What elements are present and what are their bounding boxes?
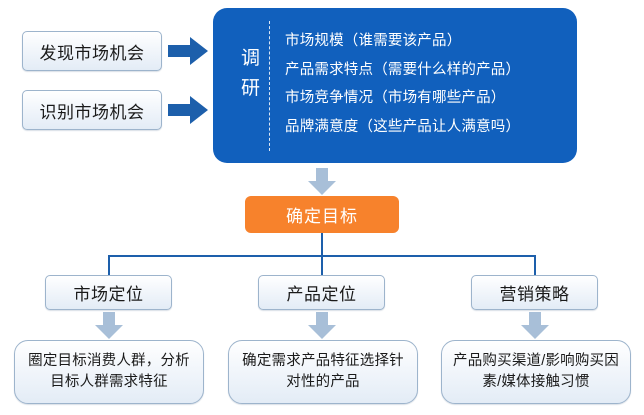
branch-title-product-positioning[interactable]: 产品定位 xyxy=(258,275,385,310)
input-box-label: 识别市场机会 xyxy=(39,102,145,122)
connector-branch-left xyxy=(108,255,110,277)
target-box-label: 确定目标 xyxy=(286,207,358,226)
connector-branch-right xyxy=(534,255,536,277)
arrow-right-icon xyxy=(168,96,208,124)
arrow-down-icon xyxy=(308,168,336,195)
input-box-identify-opportunity[interactable]: 识别市场机会 xyxy=(22,90,162,130)
branch-title-label: 市场定位 xyxy=(73,285,144,304)
connector-trunk xyxy=(321,233,323,256)
research-panel-divider xyxy=(269,21,270,151)
arrow-down-icon xyxy=(95,312,123,339)
branch-title-market-positioning[interactable]: 市场定位 xyxy=(45,275,172,310)
branch-detail-label: 产品购买渠道/影响购买因素/媒体接触习惯 xyxy=(453,352,619,390)
branch-detail-marketing-strategy[interactable]: 产品购买渠道/影响购买因素/媒体接触习惯 xyxy=(441,340,631,404)
branch-detail-product-positioning[interactable]: 确定需求产品特征选择针对性的产品 xyxy=(228,340,418,404)
connector-branch-center xyxy=(321,255,323,277)
branch-title-label: 产品定位 xyxy=(286,285,357,304)
research-item-list: 市场规模（谁需要该产品） 产品需求特点（需要什么样的产品） 市场竞争情况（市场有… xyxy=(285,27,567,141)
input-box-label: 发现市场机会 xyxy=(39,43,145,63)
branch-detail-market-positioning[interactable]: 圈定目标消费人群，分析目标人群需求特征 xyxy=(14,340,204,404)
research-label-char: 调 xyxy=(240,48,261,69)
research-label-char: 研 xyxy=(240,78,261,99)
branch-detail-label: 确定需求产品特征选择针对性的产品 xyxy=(242,352,404,390)
input-box-discover-opportunity[interactable]: 发现市场机会 xyxy=(22,31,162,71)
branch-title-label: 营销策略 xyxy=(499,285,570,304)
arrow-right-icon xyxy=(168,37,208,65)
research-item: 品牌满意度（这些产品让人满意吗） xyxy=(285,118,521,135)
research-item: 市场规模（谁需要该产品） xyxy=(285,33,462,49)
target-box[interactable]: 确定目标 xyxy=(245,196,399,233)
arrow-down-icon xyxy=(521,312,549,339)
research-item: 市场竞争情况（市场有哪些产品） xyxy=(285,90,506,106)
research-panel-label: 调 研 xyxy=(231,44,271,104)
branch-title-marketing-strategy[interactable]: 营销策略 xyxy=(471,275,598,310)
research-item: 产品需求特点（需要什么样的产品） xyxy=(285,61,521,78)
arrow-down-icon xyxy=(308,312,336,339)
research-panel[interactable]: 调 研 市场规模（谁需要该产品） 产品需求特点（需要什么样的产品） 市场竞争情况… xyxy=(213,8,577,163)
branch-detail-label: 圈定目标消费人群，分析目标人群需求特征 xyxy=(28,352,190,390)
